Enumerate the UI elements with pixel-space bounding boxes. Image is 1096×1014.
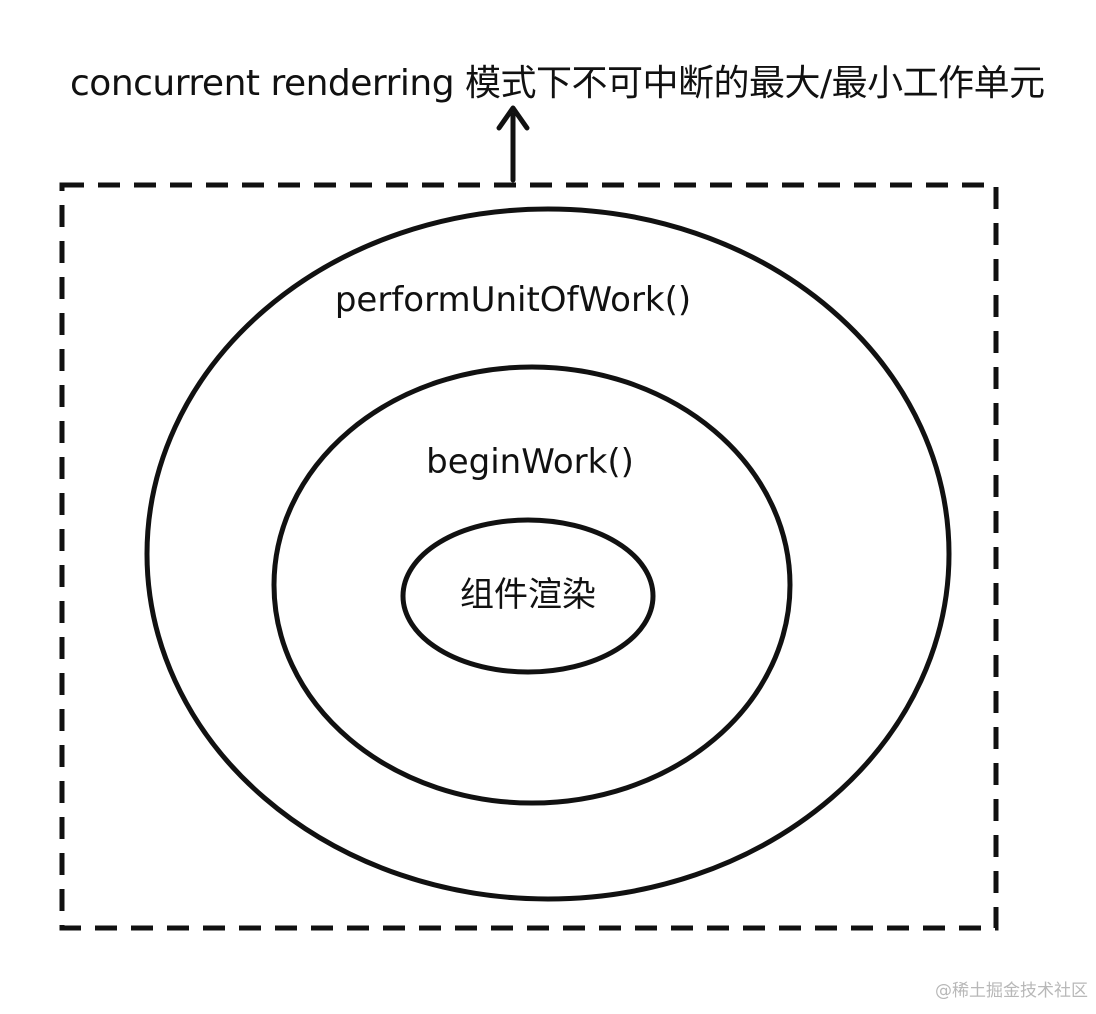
- diagram-caption: concurrent renderring 模式下不可中断的最大/最小工作单元: [70, 63, 1045, 104]
- outer-ellipse-label: performUnitOfWork(): [334, 280, 692, 320]
- middle-ellipse-label: beginWork(): [426, 442, 634, 482]
- middle-ellipse: [271, 364, 793, 806]
- outer-ellipse: [144, 206, 952, 902]
- inner-ellipse-label: 组件渲染: [460, 575, 596, 615]
- watermark: @稀土掘金技术社区: [935, 981, 1088, 1001]
- dashed-boundary-box: [59, 182, 999, 931]
- inner-ellipse: [400, 517, 656, 675]
- arrow-head-icon: [496, 105, 530, 131]
